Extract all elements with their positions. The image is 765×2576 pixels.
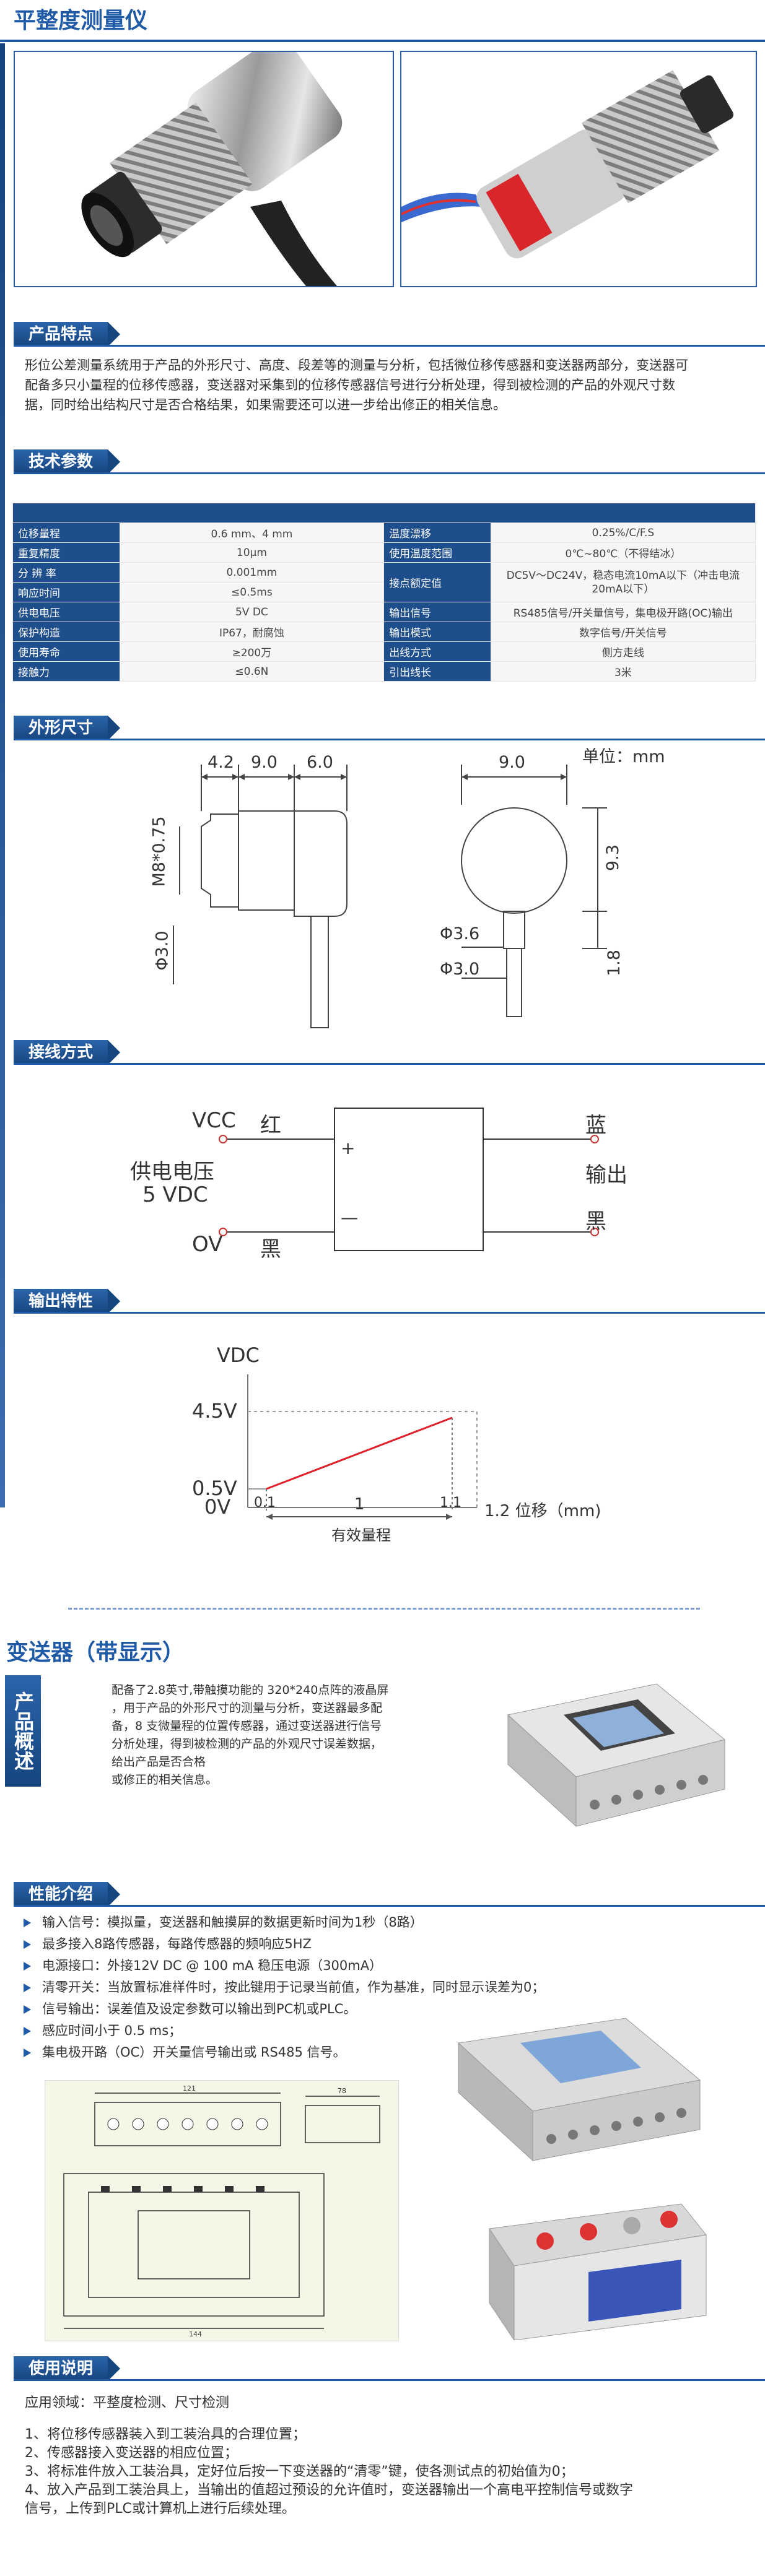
tick-4-5v: 4.5V <box>192 1399 237 1423</box>
triangle-bullet-icon <box>24 1940 31 1949</box>
table-row: 响应时间≤0.5ms <box>12 582 756 602</box>
label-output: 输出 <box>585 1163 627 1187</box>
tick-0v: 0V <box>204 1495 231 1519</box>
section-header-performance: 性能介绍 <box>14 1882 765 1907</box>
usage-field: 应用领域：平整度检测、尺寸检测 <box>25 2395 230 2411</box>
section-title: 技术参数 <box>14 449 121 474</box>
section-title: 性能介绍 <box>14 1882 121 1907</box>
left-accent-bar <box>0 43 5 1507</box>
label-ov: OV <box>192 1232 223 1257</box>
tick-1-1: 1.1 <box>440 1495 461 1511</box>
sensor-photo-cutaway <box>400 51 757 287</box>
dim-phi3-6: Φ3.6 <box>440 924 480 943</box>
triangle-bullet-icon <box>24 1962 31 1971</box>
list-item: 输入信号：模拟量，变送器和触摸屏的数据更新时间为1秒（8路） <box>24 1912 754 1933</box>
title-rule <box>0 40 765 42</box>
label-black-right: 黑 <box>585 1209 606 1234</box>
tick-0-5v: 0.5V <box>192 1477 237 1500</box>
dim-head-9-0: 9.0 <box>499 753 525 772</box>
list-item: 信号输出：误差值及设定参数可以输出到PC机或PLC。 <box>24 1998 754 2020</box>
transmitter-overview: 配备了2.8英寸,带触摸功能的 320*240点阵的液晶屏 ，用于产品的外形尺寸… <box>111 1683 389 1787</box>
dim-1-8: 1.8 <box>604 950 624 976</box>
section-title: 输出特性 <box>14 1289 121 1314</box>
triangle-bullet-icon <box>24 1919 31 1927</box>
list-item: 感应时间小于 0.5 ms； <box>24 2020 754 2042</box>
transmitter-photo-2 <box>446 2006 706 2192</box>
sensor-photo-front <box>14 51 394 287</box>
label-plus: + <box>341 1138 356 1158</box>
drawing-dim-a: 121 <box>183 2084 196 2092</box>
drawing-dim-c: 144 <box>189 2330 202 2338</box>
unit-label: 单位：mm <box>582 747 665 766</box>
section-header-usage: 使用说明 <box>14 2356 765 2381</box>
section-header-dimensions: 外形尺寸 <box>14 716 765 740</box>
triangle-bullet-icon <box>24 2027 31 2036</box>
triangle-bullet-icon <box>24 2049 31 2057</box>
dim-m8: M8*0.75 <box>149 816 169 887</box>
transmitter-photo <box>471 1672 731 1876</box>
dim-6-0: 6.0 <box>307 753 333 772</box>
section-title: 使用说明 <box>14 2356 121 2381</box>
section-header-output: 输出特性 <box>14 1289 765 1314</box>
dim-9-3: 9.3 <box>603 844 623 871</box>
page-title: 平整度测量仪 <box>14 8 148 33</box>
list-item: 清零开关：当放置标准样件时，按此键用于记录当前值，作为基准，同时显示误差为0； <box>24 1977 754 1998</box>
section-header-features: 产品特点 <box>14 322 765 347</box>
features-text: 形位公差测量系统用于产品的外形尺寸、高度、段差等的测量与分析，包括微位移传感器和… <box>25 358 688 412</box>
tick-0-1: 0.1 <box>254 1495 276 1511</box>
dimension-drawing: 4.2 9.0 6.0 M8*0.75 Φ3.0 单位：mm 9.0 9.3 Φ… <box>81 747 750 1046</box>
section-title: 外形尺寸 <box>14 716 121 740</box>
drawing-dim-b: 78 <box>338 2087 346 2095</box>
performance-list: 输入信号：模拟量，变送器和触摸屏的数据更新时间为1秒（8路） 最多接入8路传感器… <box>24 1912 754 2063</box>
output-chart: VDC 4.5V 0.5V 0V 0.1 1 1.1 1.2 位移（mm) 有效… <box>192 1343 626 1554</box>
list-item: 集电极开路（OC）开关量信号输出或 RS485 信号。 <box>24 2042 754 2063</box>
transmitter-photo-3 <box>477 2198 712 2341</box>
list-item: 最多接入8路传感器，每路传感器的频响应5HZ <box>24 1933 754 1955</box>
separator <box>68 1608 700 1610</box>
section-title: 产品特点 <box>14 322 121 347</box>
triangle-bullet-icon <box>24 2005 31 2014</box>
label-minus: — <box>341 1207 358 1228</box>
table-row: 使用寿命≥200万出线方式侧方走线 <box>12 641 756 662</box>
label-red: 红 <box>260 1113 281 1138</box>
label-black-left: 黑 <box>260 1237 281 1262</box>
usage-steps: 1、将位移传感器装入到工装治具的合理位置； 2、传感器接入变送器的相应位置； 3… <box>25 2427 634 2517</box>
list-item: 电源接口：外接12V DC @ 100 mA 稳压电源（300mA） <box>24 1955 754 1977</box>
dim-9-0: 9.0 <box>251 753 278 772</box>
label-vcc: VCC <box>192 1108 236 1133</box>
dim-phi3: Φ3.0 <box>152 930 172 971</box>
label-blue: 蓝 <box>585 1113 606 1138</box>
axis-x-label: 1.2 位移（mm) <box>484 1502 601 1520</box>
section-title: 接线方式 <box>14 1040 121 1065</box>
label-5vdc: 5 VDC <box>142 1182 208 1207</box>
label-supply: 供电电压 <box>130 1160 214 1184</box>
section-header-wiring: 接线方式 <box>14 1040 765 1065</box>
dim-phi3-b: Φ3.0 <box>440 960 480 979</box>
overview-side-label: 产品概述 <box>5 1675 41 1787</box>
axis-y-label: VDC <box>217 1343 260 1367</box>
wiring-diagram: VCC 红 供电电压 5 VDC OV 黑 + — 蓝 输出 黑 <box>124 1096 681 1306</box>
tick-1: 1 <box>354 1495 365 1514</box>
triangle-bullet-icon <box>24 1984 31 1992</box>
effective-range-label: 有效量程 <box>331 1527 391 1544</box>
dim-4-2: 4.2 <box>208 753 234 772</box>
transmitter-title: 变送器（带显示） <box>6 1640 185 1665</box>
engineering-drawing: 121 78 144 <box>45 2080 399 2341</box>
section-header-params: 技术参数 <box>14 449 765 474</box>
